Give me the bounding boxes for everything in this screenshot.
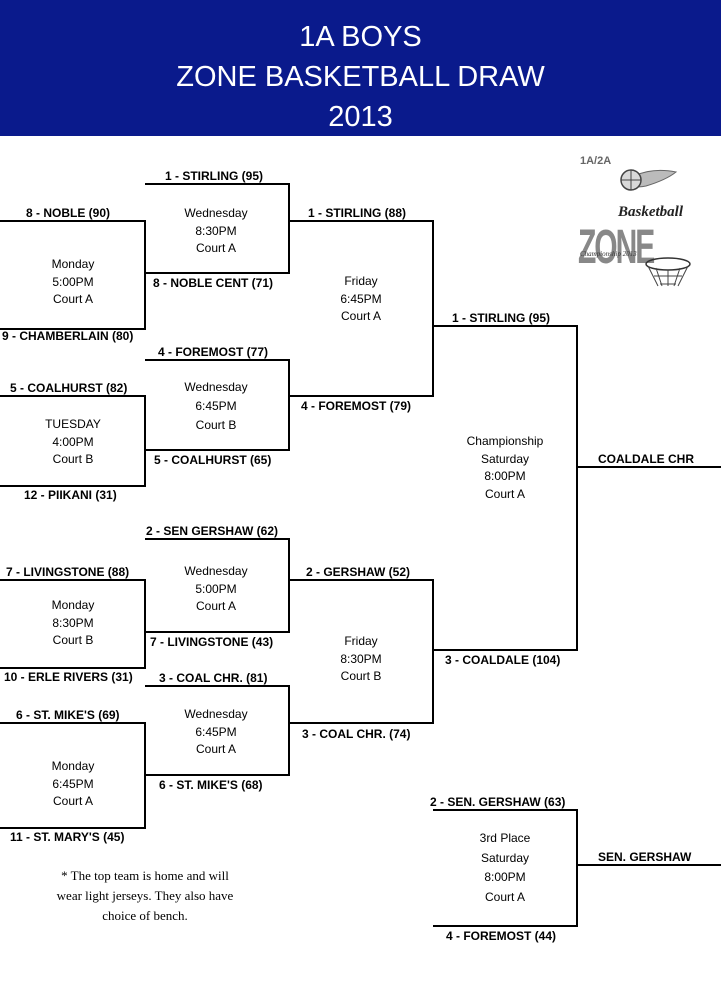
bracket-line: [0, 220, 146, 330]
team-label: 6 - ST. MIKE'S (68): [159, 778, 263, 792]
team-label: 10 - ERLE RIVERS (31): [4, 670, 133, 684]
third-place-winner-label: SEN. GERSHAW: [598, 850, 692, 864]
bracket-line: [145, 183, 290, 274]
bracket-line: [0, 395, 146, 487]
footnote-line: * The top team is home and will: [61, 868, 229, 883]
bracket-line: [289, 579, 434, 724]
basketball-net-icon: [647, 265, 689, 287]
team-label: 4 - FOREMOST (79): [301, 399, 412, 413]
title-banner: 1A BOYS ZONE BASKETBALL DRAW 2013: [0, 0, 721, 136]
team-label: 4 - FOREMOST (44): [446, 929, 557, 943]
team-label: 12 - PIIKANI (31): [24, 488, 117, 502]
bracket-line: [0, 579, 146, 669]
bracket-line: [145, 538, 290, 633]
team-label: 2 - SEN GERSHAW (62): [146, 524, 279, 538]
team-label: 9 - CHAMBERLAIN (80): [2, 329, 134, 343]
footnote-line: choice of bench.: [102, 908, 188, 923]
bracket-line: [289, 220, 434, 397]
team-label: 5 - COALHURST (82): [10, 381, 128, 395]
team-label: 1 - STIRLING (88): [308, 206, 407, 220]
logo-letters: ZONE: [578, 221, 655, 274]
bracket-line: [145, 685, 290, 776]
team-label: 8 - NOBLE CENT (71): [153, 276, 274, 290]
team-label: 3 - COAL CHR. (81): [159, 671, 268, 685]
team-label: 1 - STIRLING (95): [452, 311, 551, 325]
team-label: 2 - GERSHAW (52): [306, 565, 411, 579]
title-line-3: 2013: [328, 101, 393, 133]
team-label: 4 - FOREMOST (77): [158, 345, 269, 359]
bracket-line: [145, 359, 290, 451]
footnote: * The top team is home and will wear lig…: [30, 866, 260, 926]
bracket-line: [433, 325, 578, 651]
bracket-line: [433, 809, 578, 927]
logo-bottom-text: Championship 2013: [580, 250, 637, 258]
team-label: 3 - COAL CHR. (74): [302, 727, 411, 741]
logo-word: Basketball: [617, 204, 684, 220]
zone-championship-logo: 1A/2A ZONE Basketball Championship 2013: [578, 155, 691, 287]
team-label: 7 - LIVINGSTONE (43): [150, 635, 274, 649]
title-line-1: 1A BOYS: [299, 21, 422, 53]
team-label: 3 - COALDALE (104): [445, 653, 561, 667]
team-label: 5 - COALHURST (65): [154, 453, 272, 467]
team-label: 8 - NOBLE (90): [26, 206, 111, 220]
team-label: 2 - SEN. GERSHAW (63): [430, 795, 566, 809]
logo-top-text: 1A/2A: [580, 155, 611, 167]
team-label: 11 - ST. MARY'S (45): [10, 830, 125, 844]
team-label: 6 - ST. MIKE'S (69): [16, 708, 120, 722]
team-label: 1 - STIRLING (95): [165, 169, 264, 183]
champion-label: COALDALE CHR: [598, 452, 694, 466]
team-label: 7 - LIVINGSTONE (88): [6, 565, 130, 579]
footnote-line: wear light jerseys. They also have: [56, 888, 234, 903]
title-line-2: ZONE BASKETBALL DRAW: [176, 61, 545, 93]
